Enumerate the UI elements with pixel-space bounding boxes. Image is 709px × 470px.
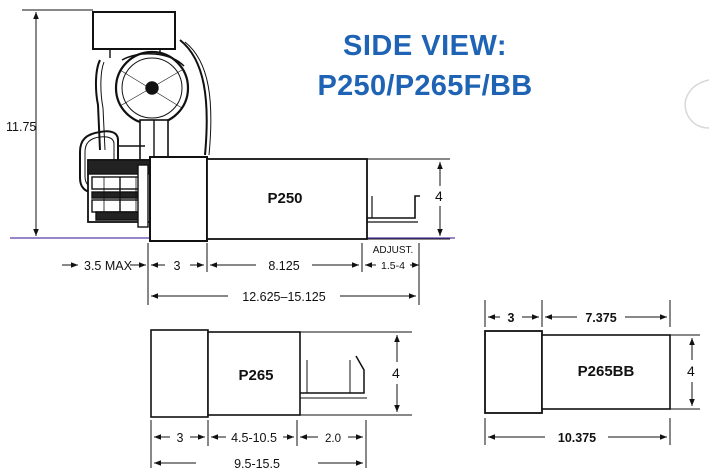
- p265bb-label: P265BB: [578, 363, 635, 380]
- p250-dimension-labels: P250 11.75 4 3.5 MAX 3 8.125 ADJUST. 1.5…: [6, 120, 443, 304]
- p265-seg2-label: 4.5-10.5: [231, 431, 277, 445]
- title-line-1: SIDE VIEW:: [343, 30, 507, 62]
- p265-seg1-label: 3: [177, 431, 184, 445]
- p265bb-head-section: [484, 330, 543, 414]
- p250-height-label: 11.75: [6, 120, 36, 134]
- p250-hook: [367, 195, 420, 219]
- p250-head-section: [149, 156, 208, 242]
- p250-overall-label: 12.625–15.125: [242, 290, 325, 304]
- p265-seg3-label: 2.0: [325, 433, 341, 445]
- p265-label: P265: [238, 367, 273, 384]
- p250-arm-frame: [94, 39, 208, 156]
- p250-label: P250: [267, 190, 302, 207]
- p250-hose: [79, 130, 119, 193]
- p265-head-section: [150, 329, 209, 418]
- p250-top-motor-box: [92, 11, 176, 50]
- title-line-2: P250/P265F/BB: [317, 70, 533, 102]
- p265bb-seg1-label: 3: [508, 311, 515, 325]
- p265bb-overall-label: 10.375: [558, 431, 596, 445]
- p265-hook: [300, 355, 365, 394]
- p250-seg1-label: 3: [174, 259, 181, 273]
- p250-box-height-label: 4: [435, 188, 443, 204]
- p265bb-height-label: 4: [687, 363, 695, 379]
- p265bb-dimension-labels: P265BB 4 3 7.375 10.375: [508, 311, 695, 445]
- p250-seg2-label: 8.125: [268, 259, 299, 273]
- p265bb-seg2-label: 7.375: [585, 311, 616, 325]
- p250-assembly: [10, 9, 455, 305]
- p250-adjust-value: 1.5-4: [381, 260, 405, 272]
- p265-overall-label: 9.5-15.5: [234, 457, 280, 470]
- page-curl-decoration: [684, 79, 709, 129]
- p265-height-label: 4: [392, 365, 400, 381]
- p250-body: [206, 158, 368, 240]
- p265bb-body: [541, 334, 671, 410]
- p265-assembly: [150, 329, 412, 468]
- p265-dimension-labels: P265 4 3 4.5-10.5 2.0 9.5-15.5: [177, 365, 400, 470]
- p250-adjust-label: ADJUST.: [373, 245, 414, 256]
- p265-body: [207, 331, 301, 416]
- p250-max-label: 3.5 MAX: [84, 259, 133, 273]
- p265bb-assembly: [484, 300, 700, 445]
